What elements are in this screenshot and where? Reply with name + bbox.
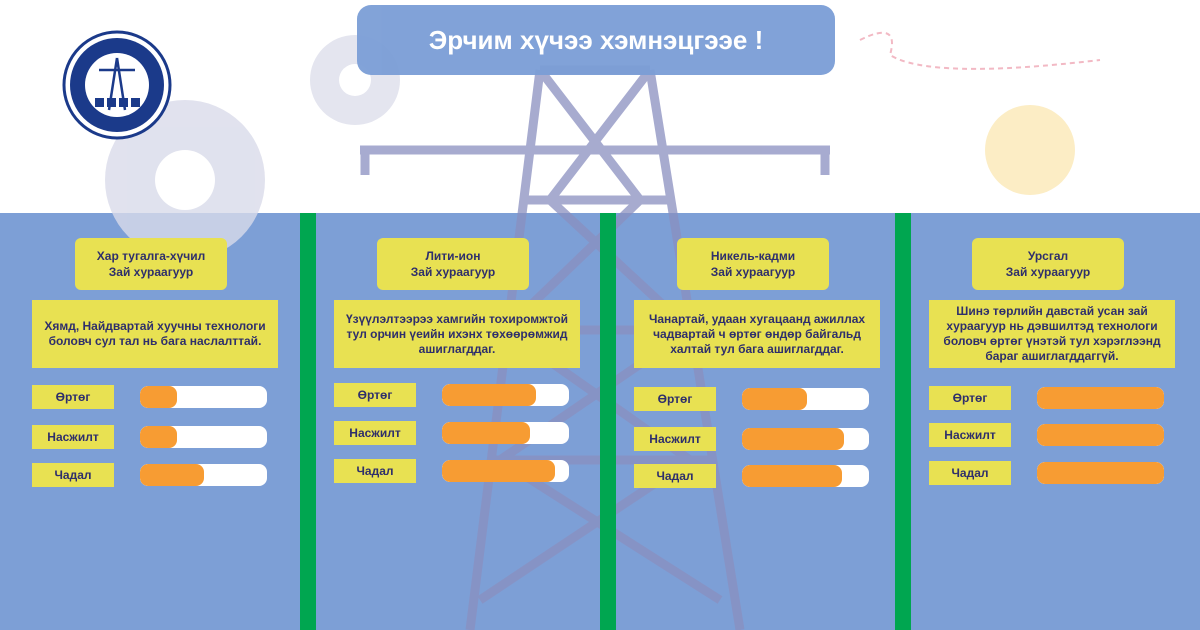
metric-bar-fill — [140, 386, 177, 408]
metric-label: Насжилт — [32, 425, 114, 449]
sun-icon — [985, 105, 1075, 195]
battery-description: Үзүүлэлтээрээ хамгийн тохиромжтой тул ор… — [334, 300, 580, 368]
metric-row: Насжилт — [32, 425, 282, 449]
metric-row: Өртөг — [32, 385, 282, 409]
page-title: Эрчим хүчээ хэмнэцгээе ! — [357, 5, 835, 75]
metric-bar-fill — [1037, 387, 1164, 409]
metric-bar-fill — [1037, 462, 1164, 484]
battery-name: Хар тугалга-хүчил — [96, 249, 206, 263]
battery-description: Шинэ төрлийн давстай усан зай хураагуур … — [929, 300, 1175, 368]
metric-label: Өртөг — [334, 383, 416, 407]
metric-bar — [140, 464, 267, 486]
metric-bar — [442, 422, 569, 444]
metric-label: Насжилт — [634, 427, 716, 451]
metric-bar — [1037, 462, 1164, 484]
battery-description: Хямд, Найдвартай хуучны технологи боловч… — [32, 300, 278, 368]
metric-label: Өртөг — [634, 387, 716, 411]
metric-bar — [442, 384, 569, 406]
metric-row: Чадал — [929, 461, 1179, 485]
battery-name: Урсгал — [1027, 249, 1069, 263]
metric-row: Насжилт — [634, 427, 884, 451]
battery-type: Зай хураагуур — [710, 265, 796, 279]
metric-label: Өртөг — [32, 385, 114, 409]
metric-bar-fill — [140, 426, 177, 448]
metric-label: Өртөг — [929, 386, 1011, 410]
metric-row: Өртөг — [929, 386, 1179, 410]
divider — [300, 213, 316, 630]
metric-bar — [742, 388, 869, 410]
metric-bar — [140, 386, 267, 408]
divider — [600, 213, 616, 630]
metric-bar-fill — [742, 428, 844, 450]
metric-bar-fill — [442, 460, 556, 482]
metric-bar — [1037, 387, 1164, 409]
metric-bar-fill — [442, 422, 530, 444]
metric-row: Насжилт — [929, 423, 1179, 447]
metric-label: Чадал — [929, 461, 1011, 485]
metric-label: Чадал — [334, 459, 416, 483]
battery-type: Зай хураагуур — [1005, 265, 1091, 279]
battery-name: Никель-кадми — [710, 249, 796, 263]
divider — [895, 213, 911, 630]
metric-bar-fill — [140, 464, 204, 486]
metric-row: Чадал — [32, 463, 282, 487]
metric-bar — [442, 460, 569, 482]
metric-label: Насжилт — [334, 421, 416, 445]
metric-row: Өртөг — [634, 387, 884, 411]
metric-bar-fill — [742, 465, 843, 487]
metric-row: Чадал — [634, 464, 884, 488]
metric-bar-fill — [442, 384, 536, 406]
battery-description: Чанартай, удаан хугацаанд ажиллах чадвар… — [634, 300, 880, 368]
battery-name: Лити-ион — [425, 249, 481, 263]
metric-row: Насжилт — [334, 421, 584, 445]
metric-bar — [1037, 424, 1164, 446]
metric-label: Чадал — [32, 463, 114, 487]
logo — [62, 30, 172, 140]
metric-bar-fill — [742, 388, 807, 410]
metric-row: Өртөг — [334, 383, 584, 407]
metric-label: Чадал — [634, 464, 716, 488]
metric-bar — [742, 465, 869, 487]
battery-type: Зай хураагуур — [108, 265, 194, 279]
metric-label: Насжилт — [929, 423, 1011, 447]
battery-type: Зай хураагуур — [410, 265, 496, 279]
metric-bar — [140, 426, 267, 448]
metric-bar-fill — [1037, 424, 1164, 446]
metric-bar — [742, 428, 869, 450]
metric-row: Чадал — [334, 459, 584, 483]
